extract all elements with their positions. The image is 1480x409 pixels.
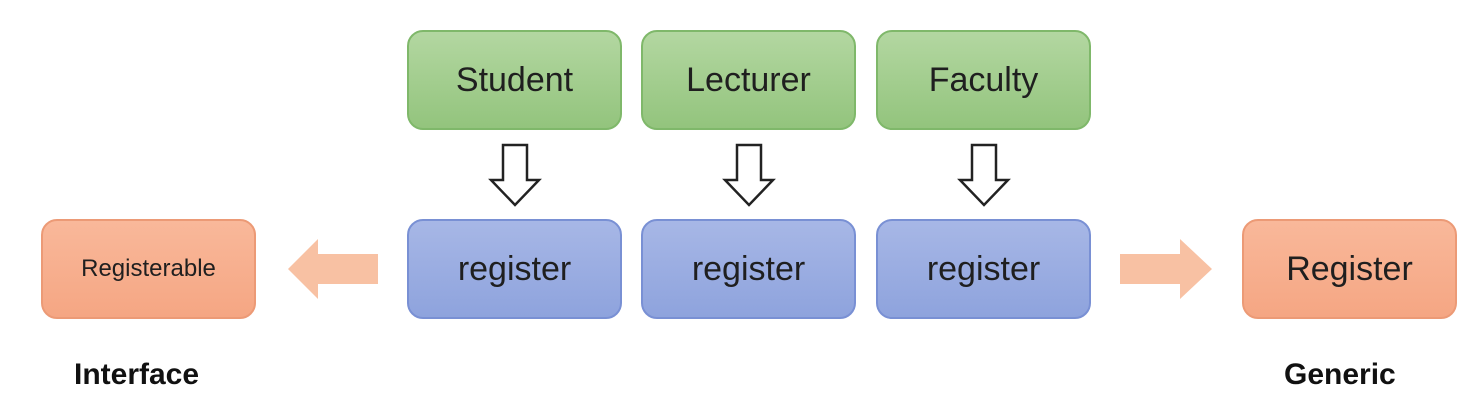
down-arrow-lecturer [722,143,776,207]
student-register-label: register [457,249,572,288]
lecturer-label: Lecturer [686,60,811,99]
down-arrow-faculty [957,143,1011,207]
interface-caption: Interface [74,358,200,391]
lecturer-register-box: register [641,219,856,319]
register-generic-label: Register [1286,249,1413,288]
left-arrow-interface [288,239,378,299]
lecturer-register-label: register [691,249,806,288]
lecturer-box: Lecturer [641,30,856,130]
faculty-box: Faculty [876,30,1091,130]
down-arrow-student [488,143,542,207]
faculty-label: Faculty [928,60,1039,99]
faculty-register-label: register [926,249,1041,288]
right-arrow-generic [1120,239,1212,299]
student-label: Student [455,60,574,99]
student-box: Student [407,30,622,130]
registerable-label: Registerable [81,255,216,282]
generic-caption: Generic [1284,358,1396,391]
student-register-box: register [407,219,622,319]
register-generic-box: Register [1242,219,1457,319]
faculty-register-box: register [876,219,1091,319]
registerable-box: Registerable [41,219,256,319]
